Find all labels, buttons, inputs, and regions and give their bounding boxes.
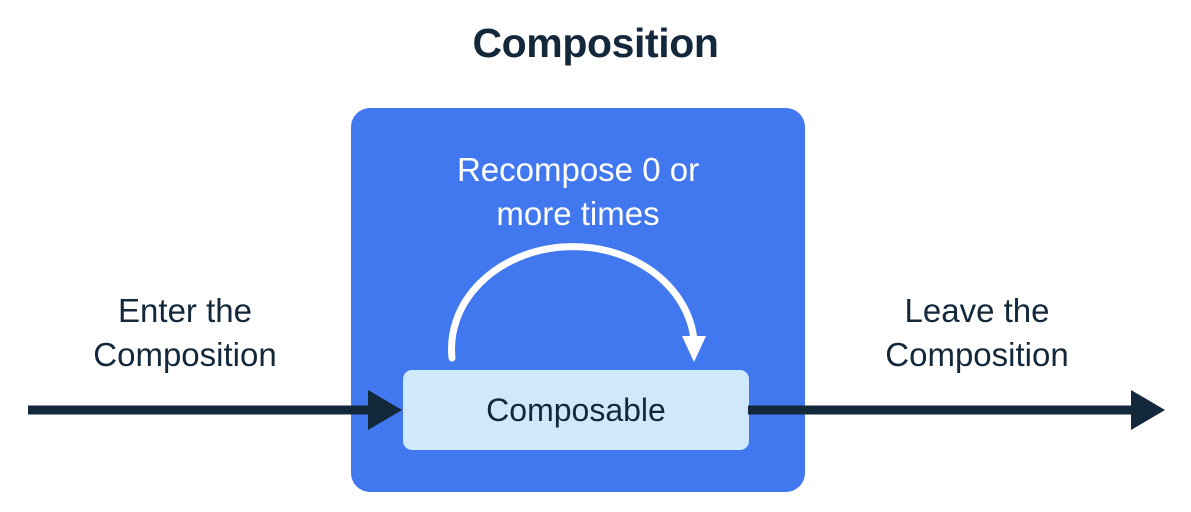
enter-composition-label: Enter the Composition (93, 292, 277, 373)
composable-node-label: Composable (486, 391, 666, 428)
leave-composition-label: Leave the Composition (885, 292, 1069, 373)
page-title: Composition (472, 20, 719, 66)
enter-arrow-icon (28, 390, 402, 430)
recompose-caption: Recompose 0 or more times (456, 151, 700, 232)
leave-arrow-icon (748, 390, 1165, 430)
composable-node (403, 370, 749, 450)
